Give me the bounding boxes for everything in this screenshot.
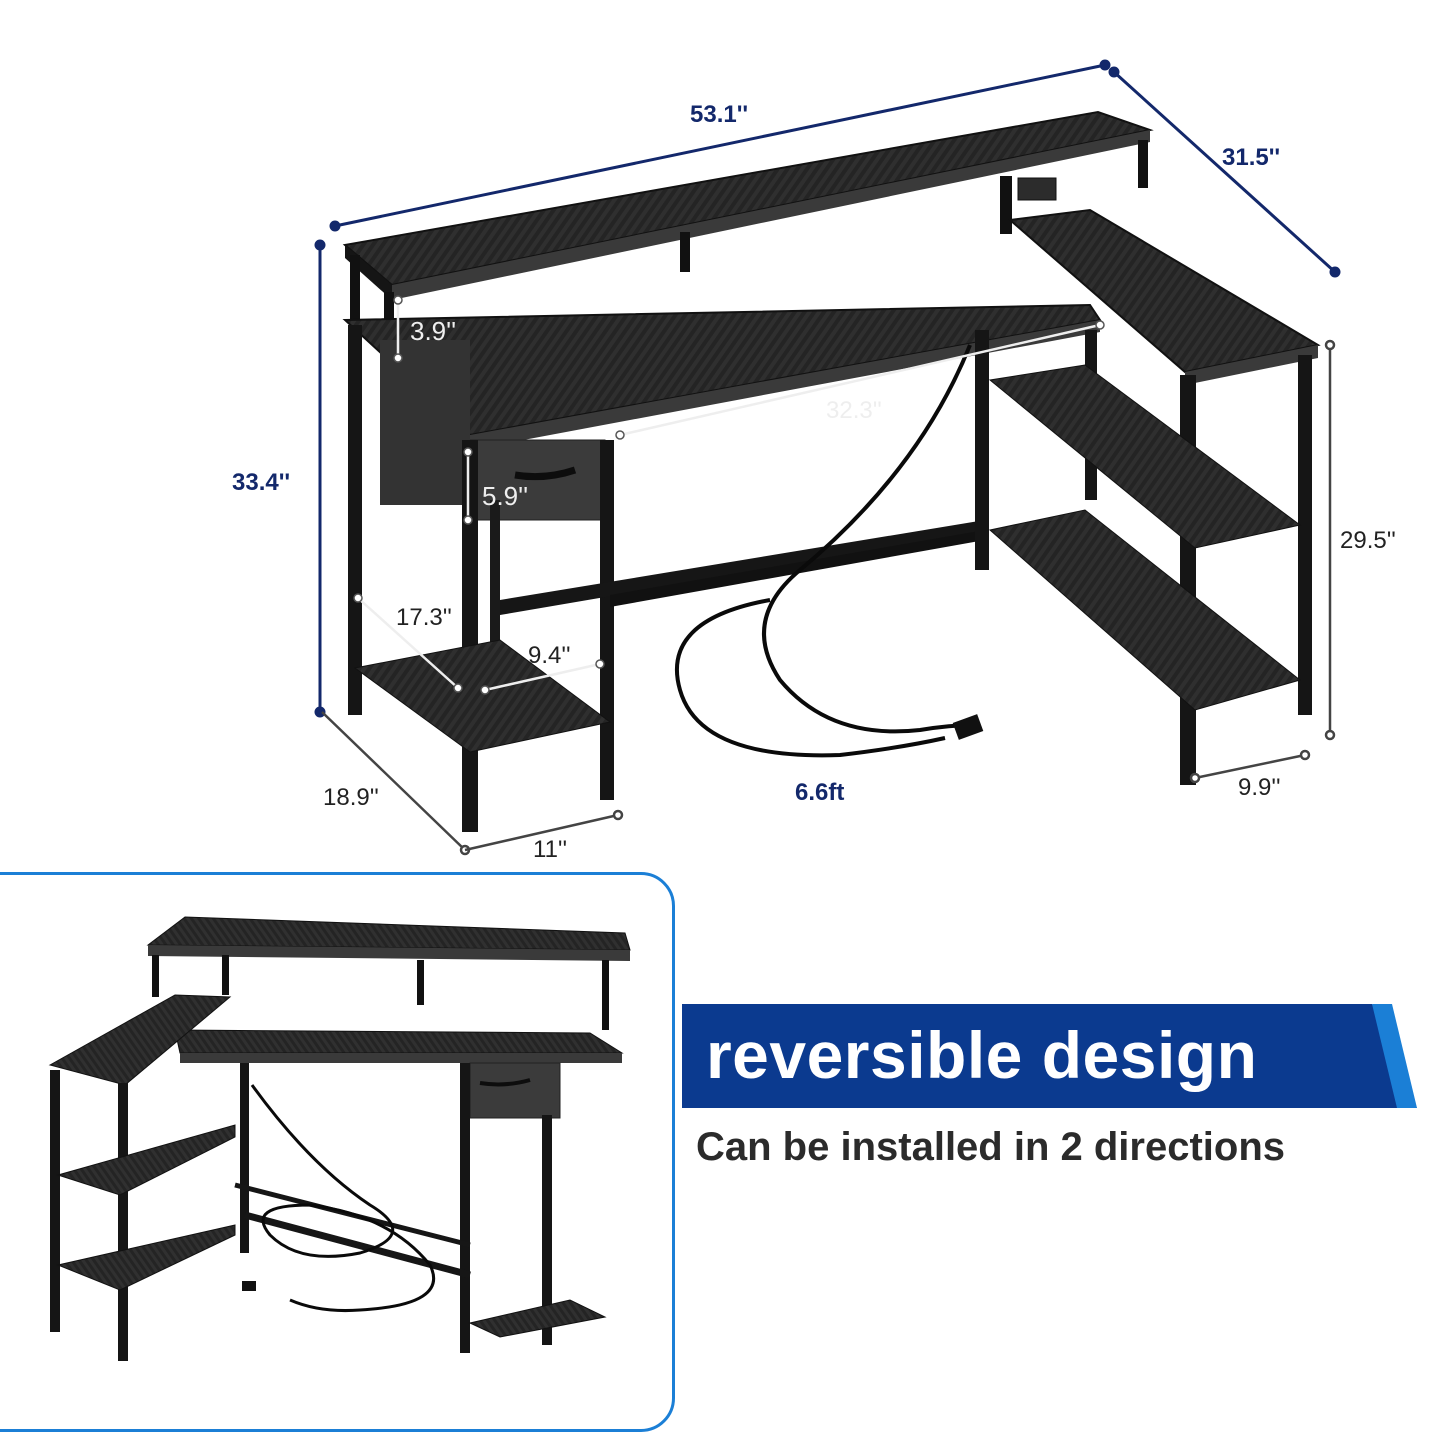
inset-desk-leg — [118, 1083, 128, 1361]
cross-bar — [610, 530, 985, 607]
plug-icon — [952, 714, 984, 740]
l-return-front — [1185, 345, 1318, 385]
power-strip — [1017, 177, 1057, 201]
desk-leg — [490, 500, 500, 670]
l-return-top — [1007, 208, 1321, 374]
banner-subtitle: Can be installed in 2 directions — [696, 1125, 1286, 1169]
dimension-lines-thin — [321, 300, 1336, 856]
inset-desk-front — [180, 1053, 622, 1063]
shelf-leg — [1000, 176, 1012, 234]
desk-leg — [600, 440, 614, 800]
inset-l-shelf — [56, 1224, 236, 1291]
dim-side-height: 29.5'' — [1340, 527, 1396, 554]
dim-total-height: 33.4'' — [232, 469, 290, 496]
desk-leg — [975, 330, 989, 570]
inset-shelf-leg — [602, 960, 609, 1030]
reversible-banner — [682, 1004, 1417, 1108]
dimension-lines-bold — [314, 59, 1341, 718]
dim-left-shelf-width: 9.4'' — [528, 642, 571, 669]
drawer-handle — [514, 466, 577, 481]
dim-inner-width: 32.3'' — [826, 397, 882, 424]
inset-desk-leg — [460, 1063, 470, 1353]
power-cord — [674, 598, 946, 758]
power-cord — [762, 344, 976, 734]
cross-bar — [500, 520, 985, 615]
dim-cord-length: 6.6ft — [795, 779, 844, 806]
inset-plug-icon — [242, 1281, 256, 1291]
drawer-side — [380, 340, 470, 505]
dim-depth: 31.5'' — [1222, 144, 1280, 171]
inset-desk-top — [174, 1029, 624, 1054]
desk-front-edge — [470, 320, 1100, 450]
dim-right-shelf-width: 9.9'' — [1238, 774, 1281, 801]
desk-leg — [1298, 355, 1312, 715]
banner-title: reversible design — [706, 1018, 1258, 1092]
right-shelf — [988, 364, 1302, 549]
inset-shelf-leg — [152, 955, 159, 997]
inset-desk-leg — [240, 1063, 249, 1253]
reversed-desk-illustration — [48, 916, 631, 1361]
inset-shelf-leg — [222, 955, 229, 995]
inset-desk-leg — [542, 1115, 552, 1345]
dim-base-width: 11'' — [533, 836, 567, 863]
inset-monitor-shelf-front — [148, 945, 630, 961]
reversed-desk-inset — [0, 872, 675, 1432]
dimension-markers — [353, 295, 1105, 695]
left-bottom-shelf — [353, 639, 612, 753]
inset-power-cord — [250, 1084, 436, 1313]
shelf-leg — [1138, 140, 1148, 188]
monitor-shelf-front — [392, 130, 1150, 300]
dim-base-depth: 18.9'' — [323, 784, 379, 811]
inset-drawer-handle — [479, 1078, 531, 1087]
desk-leg — [1180, 375, 1196, 785]
desk-dimension-diagram: 53.1'' 31.5'' 33.4'' 3.9'' 32.3'' 5.9'' … — [232, 59, 1396, 863]
shelf-leg — [384, 292, 394, 338]
desk-leg — [348, 325, 362, 715]
inset-l-shelf — [56, 1124, 236, 1196]
inset-desk-leg — [50, 1070, 60, 1332]
inset-l-return-top — [48, 994, 232, 1086]
shelf-leg — [350, 255, 360, 325]
desk-leg — [462, 440, 478, 832]
inset-drawer — [469, 1062, 561, 1119]
dim-left-shelf-depth: 17.3'' — [396, 604, 452, 631]
inset-shelf-leg — [417, 960, 424, 1005]
right-shelf — [988, 509, 1302, 711]
inset-cross-bar — [244, 1211, 471, 1279]
inset-monitor-shelf — [146, 916, 631, 951]
shelf-leg — [680, 232, 690, 272]
dim-total-width: 53.1'' — [690, 101, 748, 128]
dim-drawer-height: 5.9'' — [482, 481, 528, 511]
inset-bottom-shelf — [468, 1299, 607, 1338]
dim-shelf-gap: 3.9'' — [410, 316, 456, 346]
